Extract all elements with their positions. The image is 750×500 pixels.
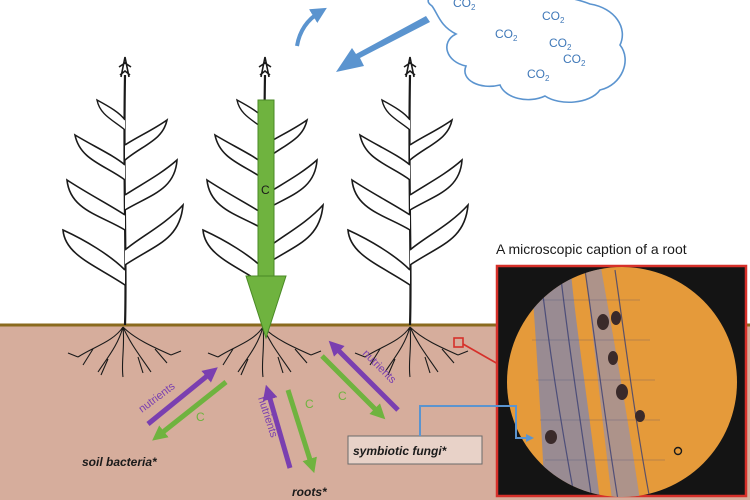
- carbon-label-fungi: C: [338, 389, 347, 403]
- svg-text:CO2: CO2: [563, 52, 586, 68]
- svg-text:CO2: CO2: [527, 67, 550, 83]
- root-tissue-image: [530, 267, 683, 497]
- cloud-outline: [427, 0, 626, 104]
- fungi-pointer-arrow: [419, 405, 534, 442]
- soil-bacteria-label: soil bacteria*: [82, 455, 158, 469]
- nutrients-arrow-fungi: [328, 340, 400, 412]
- carbon-arrow-fungi: [320, 354, 386, 420]
- symbiotic-fungi-label: symbiotic fungi*: [353, 444, 448, 458]
- svg-text:CO2: CO2: [549, 36, 572, 52]
- sample-link-line: [462, 343, 499, 365]
- svg-text:CO2: CO2: [542, 9, 565, 25]
- co2-label-5: CO2: [563, 52, 586, 68]
- release-arrow: [295, 7, 327, 47]
- microscope-panel: [495, 264, 748, 498]
- co2-label-3: CO2: [495, 27, 518, 43]
- co2-label-4: CO2: [549, 36, 572, 52]
- co2-label-1: CO2: [453, 0, 476, 12]
- symbiotic-fungi-box: symbiotic fungi*: [347, 435, 483, 465]
- co2-intake-arrow: [336, 16, 430, 72]
- co2-label-2: CO2: [542, 9, 565, 25]
- carbon-flow-arrow: C: [245, 99, 287, 340]
- roots-label: roots*: [292, 485, 328, 499]
- svg-text:CO2: CO2: [495, 27, 518, 43]
- nutrients-arrow-roots: [262, 384, 293, 469]
- carbon-arrow-bacteria: [152, 380, 228, 441]
- nutrients-arrow-bacteria: [146, 367, 218, 426]
- microscope-caption: A microscopic caption of a root: [496, 241, 687, 257]
- co2-label-6: CO2: [527, 67, 550, 83]
- co2-cloud: CO2 CO2 CO2 CO2 CO2 CO2: [427, 0, 626, 104]
- carbon-label-roots: C: [305, 397, 314, 411]
- root-sample-marker: [453, 337, 464, 348]
- carbon-label-bacteria: C: [196, 410, 205, 424]
- stem-carbon-label: C: [261, 183, 270, 197]
- carbon-arrow-roots: [285, 389, 317, 474]
- svg-text:CO2: CO2: [453, 0, 476, 12]
